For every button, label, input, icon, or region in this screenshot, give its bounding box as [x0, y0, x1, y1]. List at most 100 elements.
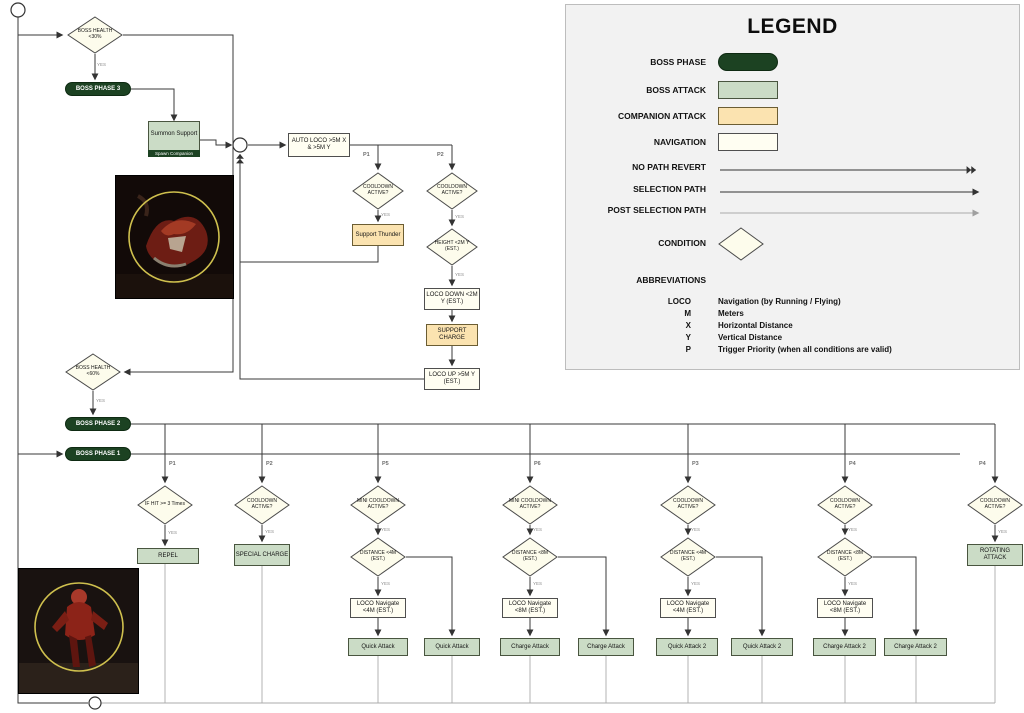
- abbr-meaning: Vertical Distance: [718, 333, 783, 342]
- abbr-meaning: Horizontal Distance: [718, 321, 793, 330]
- abbreviation-row: LOCO Navigation (by Running / Flying): [566, 297, 1019, 308]
- quick-attack-2-node-a: Quick Attack 2: [656, 638, 718, 656]
- diamond-shape: [65, 353, 121, 391]
- yes-label: YES: [381, 527, 391, 532]
- support-charge-node: SUPPORT CHARGE: [426, 324, 478, 346]
- boss-attack-swatch: [718, 81, 778, 99]
- diamond-shape: [502, 485, 558, 525]
- node-label: Charge Attack 2: [894, 643, 937, 650]
- yes-label: YES: [848, 527, 858, 532]
- legend-row-selection-path: SELECTION PATH: [566, 183, 1019, 196]
- legend-label: POST SELECTION PATH: [607, 205, 706, 215]
- abbreviation-row: P Trigger Priority (when all conditions …: [566, 345, 1019, 356]
- loco-navigate-4m-node-p3: LOCO Navigate <4M (EST.): [660, 598, 716, 618]
- node-label: Summon Support: [150, 131, 198, 138]
- legend-label: BOSS ATTACK: [646, 85, 706, 95]
- legend-label: NAVIGATION: [653, 137, 706, 147]
- condition-distance-8m-p4: DISTANCE <8M (EST.): [817, 537, 873, 577]
- legend-row-no-path-revert: NO PATH REVERT: [566, 161, 1019, 174]
- condition-label: COOLDOWN ACTIVE?: [363, 184, 393, 196]
- node-label: LOCO Navigate <4M (EST.): [666, 601, 710, 614]
- node-label: AUTO LOCO >5M X & >5M Y: [291, 138, 347, 151]
- node-label: BOSS PHASE 2: [75, 420, 121, 427]
- yes-label: YES: [998, 529, 1008, 534]
- abbr-meaning: Trigger Priority (when all conditions ar…: [718, 345, 892, 354]
- priority-label: P6: [534, 461, 541, 467]
- junction-connector: [232, 137, 248, 153]
- node-label: SPECIAL CHARGE: [235, 551, 289, 558]
- condition-distance-8m-p6: DISTANCE <8M (EST.): [502, 537, 558, 577]
- no-path-revert-line: [720, 166, 976, 174]
- node-label: LOCO Navigate <8M (EST.): [823, 601, 867, 614]
- legend-label: COMPANION ATTACK: [618, 111, 706, 121]
- legend-title: LEGEND: [747, 15, 838, 38]
- yes-label: YES: [381, 212, 391, 217]
- spawn-companion-label: Spawn Companion: [148, 149, 200, 157]
- quick-attack-node-a: Quick Attack: [348, 638, 408, 656]
- priority-label: P5: [382, 461, 389, 467]
- yes-label: YES: [265, 529, 275, 534]
- diamond-shape: [137, 485, 193, 525]
- abbreviation-row: X Horizontal Distance: [566, 321, 1019, 332]
- priority-label: P1: [363, 152, 370, 158]
- companion-attack-swatch: [718, 107, 778, 125]
- abbr-term: Y: [685, 333, 691, 342]
- legend-panel: LEGEND BOSS PHASE BOSS ATTACK COMPANION …: [565, 4, 1020, 370]
- diamond-shape: [426, 228, 478, 266]
- legend-row-condition: CONDITION: [566, 227, 1019, 261]
- auto-loco-node: AUTO LOCO >5M X & >5M Y: [288, 133, 350, 157]
- condition-label: BOSS HEALTH <60%: [75, 365, 111, 377]
- yes-label: YES: [381, 581, 391, 586]
- node-label: LOCO Navigate <8M (EST.): [508, 601, 552, 614]
- diamond-shape: [426, 172, 478, 210]
- condition-if-hit: IF HIT >= 3 Times: [137, 485, 193, 525]
- abbr-term: M: [684, 309, 691, 318]
- condition-boss-health-60: BOSS HEALTH <60%: [65, 353, 121, 391]
- condition-mini-cooldown-p6: MINI COOLDOWN ACTIVE?: [502, 485, 558, 525]
- condition-label: MINI COOLDOWN ACTIVE?: [509, 498, 551, 510]
- priority-label: P4: [979, 461, 986, 467]
- node-label: BOSS PHASE 1: [75, 450, 121, 457]
- diamond-shape: [67, 16, 123, 54]
- condition-distance-4m-p3: DISTANCE <4M (EST.): [660, 537, 716, 577]
- boss-phase3-artwork: [116, 176, 233, 298]
- diamond-shape: [234, 485, 290, 525]
- diamond-shape: [660, 537, 716, 577]
- boss-phase-3-node: BOSS PHASE 3: [65, 82, 131, 96]
- support-thunder-node: Support Thunder: [352, 224, 404, 246]
- abbr-meaning: Meters: [718, 309, 744, 318]
- boss-phase-1-node: BOSS PHASE 1: [65, 447, 131, 461]
- yes-label: YES: [533, 581, 543, 586]
- node-label: Charge Attack 2: [823, 643, 866, 650]
- condition-cooldown-right: COOLDOWN ACTIVE?: [967, 485, 1023, 525]
- diamond-shape: [350, 485, 406, 525]
- priority-label: P2: [437, 152, 444, 158]
- node-label: Support Thunder: [355, 231, 401, 238]
- loco-up-node: LOCO UP >5M Y (EST.): [424, 368, 480, 390]
- condition-swatch: [718, 227, 764, 261]
- legend-row-companion-attack: COMPANION ATTACK: [566, 107, 1019, 125]
- diamond-shape: [660, 485, 716, 525]
- condition-label: MINI COOLDOWN ACTIVE?: [357, 498, 399, 510]
- boss-phase3-image: [115, 175, 234, 299]
- condition-cooldown-p2: COOLDOWN ACTIVE?: [234, 485, 290, 525]
- boss-phase-swatch: [718, 53, 778, 71]
- node-label: REPEL: [158, 552, 178, 559]
- start-connector: [10, 2, 26, 18]
- node-label: Quick Attack: [435, 643, 469, 650]
- repel-node: REPEL: [137, 548, 199, 564]
- node-label: Quick Attack: [361, 643, 395, 650]
- priority-label: P2: [266, 461, 273, 467]
- abbr-term: X: [685, 321, 691, 330]
- legend-row-navigation: NAVIGATION: [566, 133, 1019, 151]
- yes-label: YES: [691, 527, 701, 532]
- diamond-shape: [352, 172, 404, 210]
- charge-attack-node-b: Charge Attack: [578, 638, 634, 656]
- loco-down-node: LOCO DOWN <2M Y (EST.): [424, 288, 480, 310]
- legend-row-post-selection-path: POST SELECTION PATH: [566, 204, 1019, 217]
- charge-attack-2-node-b: Charge Attack 2: [884, 638, 947, 656]
- post-selection-path-line: [720, 209, 980, 217]
- end-connector: [88, 696, 102, 710]
- yes-label: YES: [168, 530, 178, 535]
